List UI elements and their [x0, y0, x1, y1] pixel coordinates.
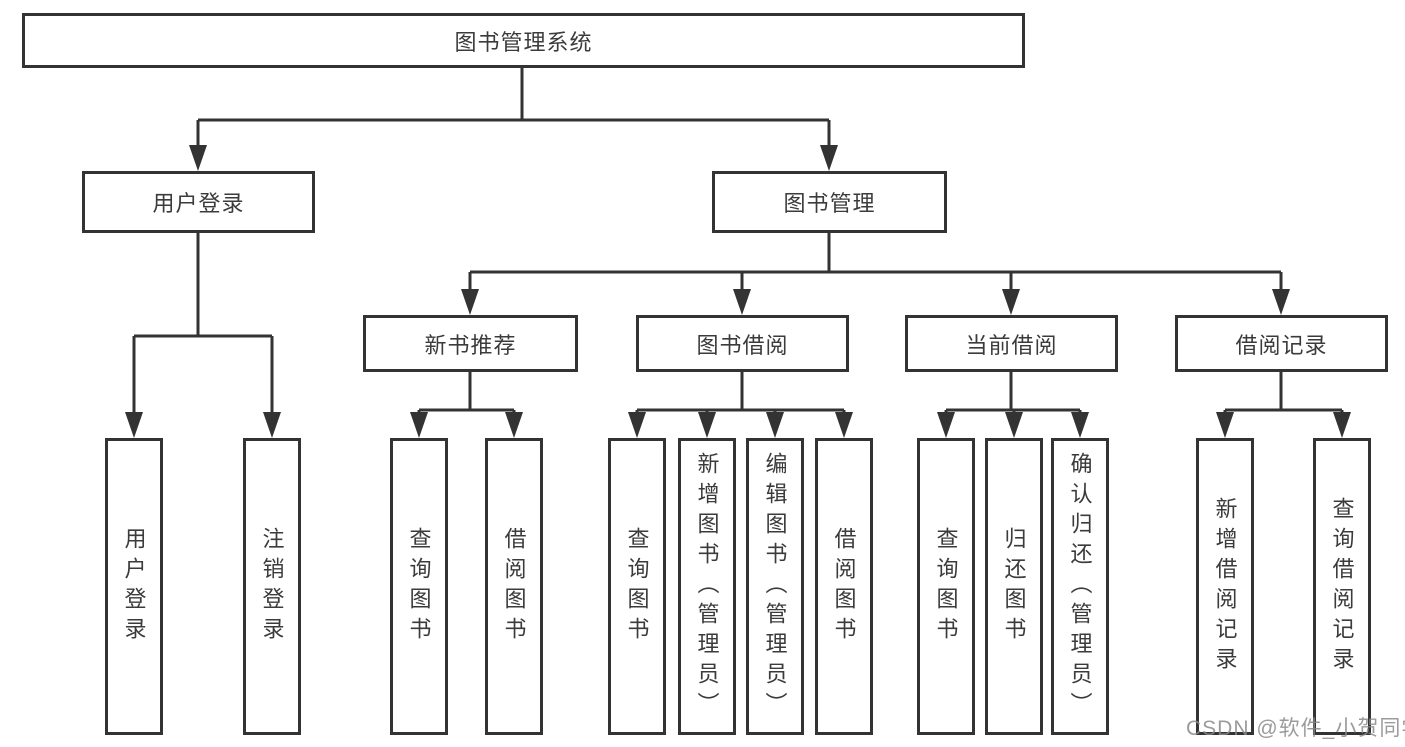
node-confirm-return-admin: 确认归还（管理员）	[1051, 438, 1109, 735]
leaf-label: 查询图书	[933, 526, 959, 647]
leaf-label: 查询图书	[406, 526, 432, 647]
node-new-book-recommendation: 新书推荐	[363, 315, 578, 372]
edges-borrowing-records	[1216, 372, 1351, 438]
leaf-label: 借阅图书	[831, 526, 857, 647]
node-add-borrow-record: 新增借阅记录	[1196, 438, 1254, 735]
node-book-borrowing: 图书借阅	[636, 315, 849, 372]
csdn-watermark: CSDN @软件_小贺同学	[1186, 717, 1405, 740]
edges-new-book-recommendation	[410, 372, 523, 438]
leaf-label: 新增借阅记录	[1212, 496, 1238, 677]
leaf-label: 编辑图书（管理员）	[762, 451, 788, 722]
leaf-label: 查询借阅记录	[1329, 496, 1355, 677]
node-library-management-system: 图书管理系统	[22, 13, 1025, 68]
node-user-login: 用户登录	[82, 171, 315, 233]
leaf-label: 归还图书	[1001, 526, 1027, 647]
leaf-label: 查询图书	[624, 526, 650, 647]
leaf-label: 注销登录	[259, 526, 285, 647]
node-edit-book-admin: 编辑图书（管理员）	[746, 438, 804, 735]
edges-root	[189, 68, 838, 171]
node-add-book-admin: 新增图书（管理员）	[678, 438, 736, 735]
node-book-management: 图书管理	[712, 171, 947, 233]
node-user-login-action: 用户登录	[105, 438, 163, 735]
leaf-label: 借阅图书	[501, 526, 527, 647]
node-logout-action: 注销登录	[243, 438, 301, 735]
node-borrow-books: 借阅图书	[815, 438, 873, 735]
leaf-label: 新增图书（管理员）	[694, 451, 720, 722]
node-return-books: 归还图书	[985, 438, 1043, 735]
edges-user-login	[125, 233, 281, 438]
leaf-label: 用户登录	[121, 526, 147, 647]
leaf-label: 确认归还（管理员）	[1067, 451, 1093, 722]
node-query-books-recommend: 查询图书	[390, 438, 448, 735]
node-query-books-borrow: 查询图书	[608, 438, 666, 735]
node-query-books-current: 查询图书	[917, 438, 975, 735]
edges-current-borrowing	[937, 372, 1089, 438]
edges-book-management	[461, 233, 1290, 315]
node-current-borrowing: 当前借阅	[905, 315, 1118, 372]
node-borrow-books-recommend: 借阅图书	[485, 438, 543, 735]
node-borrowing-records: 借阅记录	[1175, 315, 1388, 372]
edges-book-borrowing	[628, 372, 853, 438]
node-query-borrow-record: 查询借阅记录	[1313, 438, 1371, 735]
